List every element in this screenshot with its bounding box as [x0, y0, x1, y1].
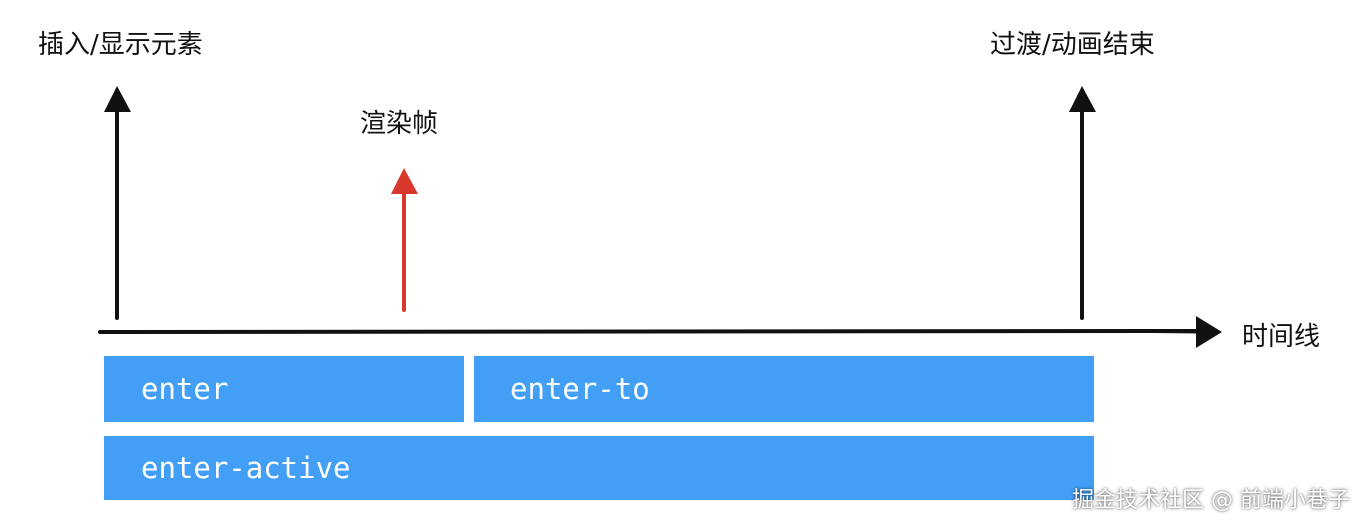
enter-to-bar: enter-to	[474, 356, 1094, 422]
timeline-label: 时间线	[1242, 322, 1321, 352]
transition-end-label: 过渡/动画结束	[990, 30, 1155, 60]
insert-element-arrow	[104, 86, 131, 320]
insert-element-label: 插入/显示元素	[38, 30, 203, 60]
enter-active-bar: enter-active	[104, 436, 1094, 500]
enter-bar-label: enter	[141, 372, 229, 406]
render-frame-label: 渲染帧	[360, 109, 439, 139]
transition-end-arrow	[1069, 86, 1096, 320]
watermark: 掘金技术社区 @ 前端小巷子	[1072, 488, 1350, 513]
enter-bar: enter	[104, 356, 464, 422]
enter-to-bar-label: enter-to	[510, 372, 650, 406]
render-frame-arrow	[391, 168, 418, 312]
timeline-arrow	[98, 316, 1222, 348]
enter-active-bar-label: enter-active	[141, 451, 351, 485]
